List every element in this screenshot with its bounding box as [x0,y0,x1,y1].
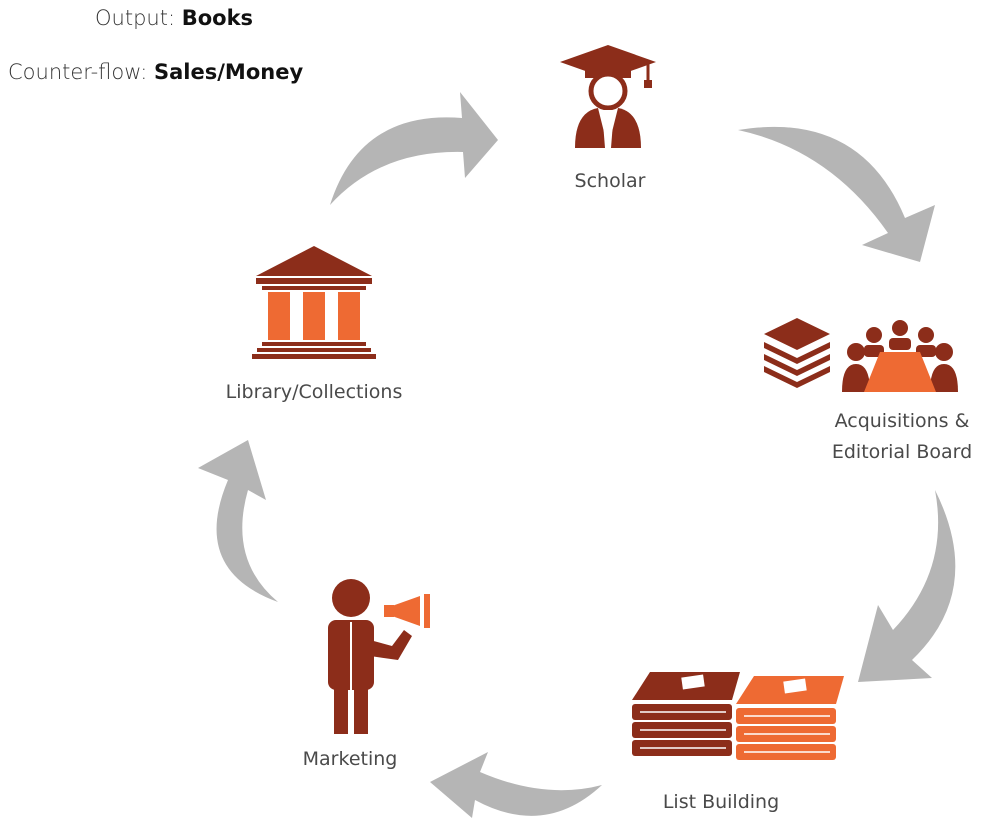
scholar-label: Scholar [575,170,646,192]
legend-output-value: Books [181,6,254,30]
list-building-label: List Building [663,791,779,813]
legend-output-label: Output: [95,6,182,30]
legend-output: Output: Books [95,6,253,30]
library-label: Library/Collections [226,381,403,403]
arrow-scholar-to-acquisitions [738,126,935,262]
meeting-table-icon [842,320,958,392]
arrow-listbuilding-to-marketing [430,752,602,818]
stacked-layers-icon [764,318,830,388]
legend-counterflow: Counter-flow: Sales/Money [8,60,303,84]
arrow-library-to-scholar [330,92,498,205]
arrow-marketing-to-library [198,440,278,602]
legend-counterflow-value: Sales/Money [154,60,304,84]
building-columns-icon [252,246,376,359]
arrow-acquisitions-to-listbuilding [858,490,956,682]
acquisitions-label-line2: Editorial Board [832,441,972,463]
graduate-icon [560,45,656,148]
acquisitions-label-line1: Acquisitions & [835,410,970,432]
marketing-label: Marketing [303,748,398,770]
book-stack-icon [632,672,844,760]
megaphone-person-icon [328,579,430,734]
legend-counterflow-label: Counter-flow: [8,60,155,84]
